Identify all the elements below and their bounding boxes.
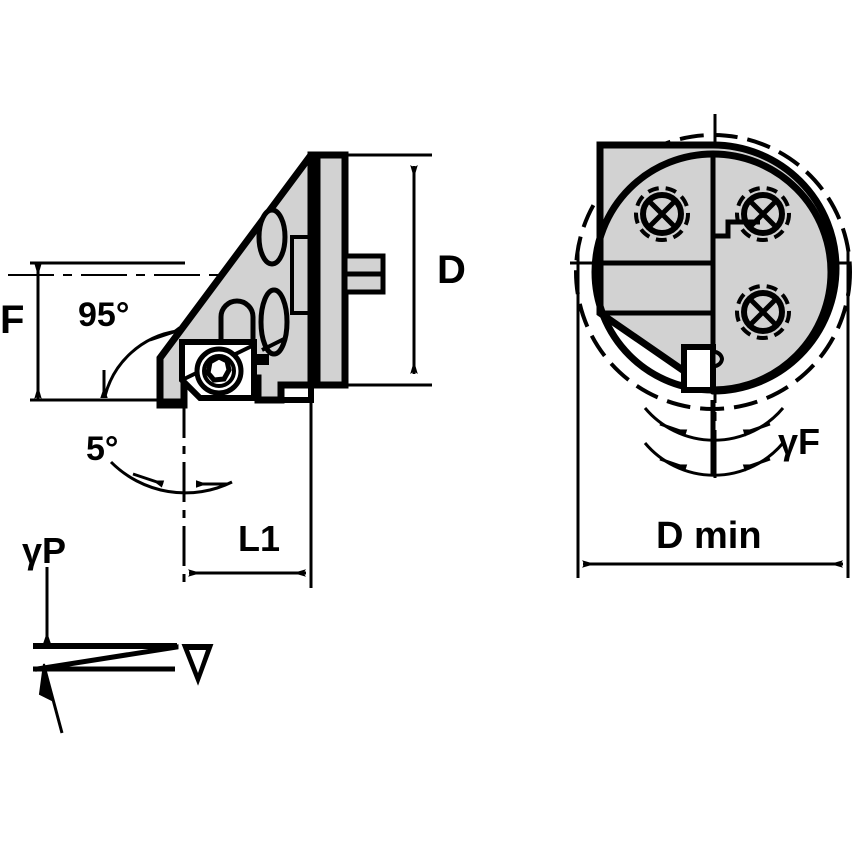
label-lead-angle: 95° <box>78 296 130 334</box>
label-l1-dimension: L1 <box>238 518 281 559</box>
rake-detail-view <box>33 567 214 734</box>
label-gamma-p: γP <box>22 530 67 571</box>
label-gamma-f: γF <box>778 421 821 462</box>
clamp-screw-lower-right <box>735 284 791 340</box>
dimension-L1 <box>182 398 313 588</box>
insert-seat-tab <box>218 298 256 348</box>
clamp-screw-upper-right <box>735 186 791 242</box>
body-pocket-lower <box>258 287 290 357</box>
label-clearance-angle: 5° <box>86 430 119 468</box>
clamp-screw-upper-left <box>634 186 690 242</box>
dimension-Dmin <box>576 250 850 578</box>
dimension-D <box>338 153 432 387</box>
disc-flat-step <box>597 145 713 316</box>
angle-95-leader <box>100 326 182 398</box>
dimension-F <box>30 261 185 402</box>
chipbreaker-step <box>255 336 287 365</box>
internal-bore-outline <box>290 235 318 315</box>
label-f-dimension: F <box>0 298 25 342</box>
insert-clamp-screw <box>194 346 244 396</box>
angle-gammaF-leader <box>643 400 785 477</box>
label-d-min-dimension: D min <box>656 515 762 557</box>
body-pocket-upper <box>256 207 288 267</box>
rear-pilot-shaft <box>342 253 386 295</box>
side-view <box>8 151 386 409</box>
label-d-dimension: D <box>437 248 466 292</box>
angle-5-leader <box>109 460 233 495</box>
front-view <box>570 114 852 578</box>
